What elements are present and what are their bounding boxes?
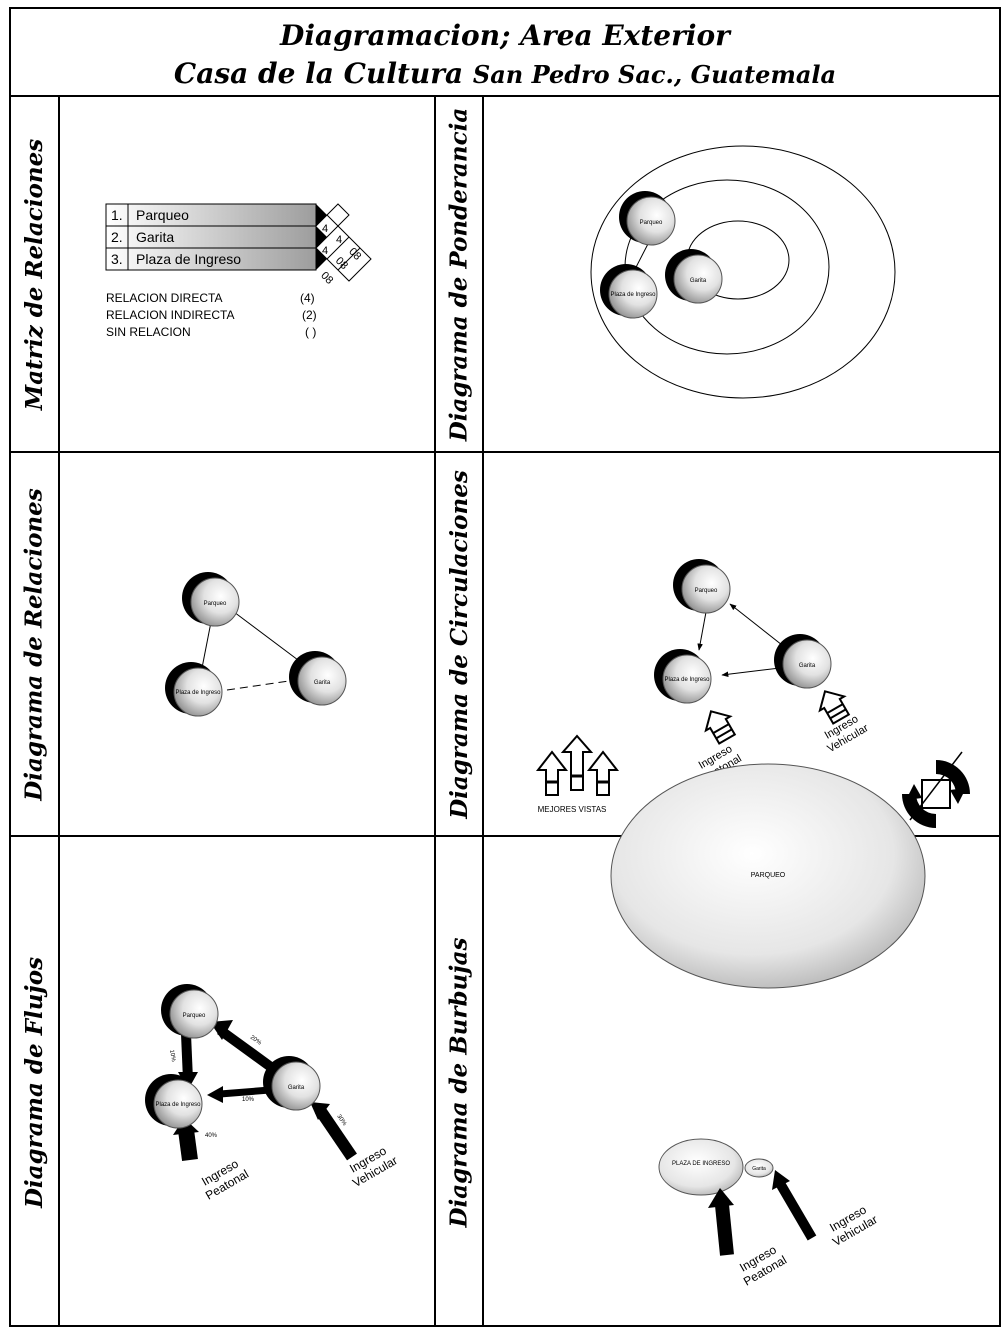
diagram-sheet: Diagramacion; Area Exterior Casa de la C… xyxy=(9,7,1001,1327)
matrix-value: 08 xyxy=(333,255,350,272)
subtitle-location: San Pedro Sac., Guatemala xyxy=(472,60,837,89)
svg-text:Garita: Garita xyxy=(136,229,174,245)
relations-matrix: 1. Parqueo 2. Garita 3. Plaza de Ingreso… xyxy=(105,203,372,339)
node-plaza: Plaza de Ingreso xyxy=(145,1074,203,1129)
wind-rose-icon xyxy=(902,751,970,828)
svg-text:Garita: Garita xyxy=(799,663,816,669)
relaciones-diagram: Parqueo Plaza de Ingreso Garita xyxy=(165,572,347,717)
outer-ring xyxy=(590,145,896,399)
page-subtitle: Casa de la Cultura San Pedro Sac., Guate… xyxy=(11,57,999,90)
flow-label: 10% xyxy=(168,1049,176,1063)
node-plaza: Plaza de Ingreso xyxy=(600,264,658,319)
node-parqueo: Parqueo xyxy=(619,191,676,246)
flow-label: 10% xyxy=(242,1097,255,1103)
vehicular-entry-arrow-icon xyxy=(772,1170,817,1241)
svg-text:Garita: Garita xyxy=(690,278,707,284)
svg-text:Plaza de Ingreso: Plaza de Ingreso xyxy=(175,690,221,696)
svg-text:Plaza de Ingreso: Plaza de Ingreso xyxy=(610,292,656,298)
circulaciones-diagram: Parqueo Plaza de Ingreso Garita Ingreso … xyxy=(654,559,871,785)
divider xyxy=(434,96,436,1325)
node-parqueo: Parqueo xyxy=(161,984,219,1039)
vehicular-entry-label: Ingreso Vehicular xyxy=(823,713,871,755)
peatonal-entry-arrow-icon xyxy=(708,1188,734,1256)
svg-text:Plaza de Ingreso: Plaza de Ingreso xyxy=(136,251,241,267)
svg-text:RELACION INDIRECTA: RELACION INDIRECTA xyxy=(106,308,234,322)
bubble-garita-label: Garita xyxy=(752,1166,766,1172)
bubble-parqueo-label: PARQUEO xyxy=(751,872,786,879)
node-garita: Garita xyxy=(774,634,832,689)
svg-text:Parqueo: Parqueo xyxy=(695,588,718,594)
matrix-row: 3. Plaza de Ingreso xyxy=(105,247,317,271)
node-parqueo: Parqueo xyxy=(182,572,240,627)
peatonal-entry-arrow-icon xyxy=(704,710,737,745)
svg-text:(2): (2) xyxy=(302,308,317,322)
svg-text:Parqueo: Parqueo xyxy=(183,1013,206,1019)
subtitle-main: Casa de la Cultura xyxy=(173,57,464,90)
peatonal-entry-label: Ingreso Peatonal xyxy=(199,1156,251,1202)
best-views-arrows-icon xyxy=(535,734,620,796)
page-title: Diagramacion; Area Exterior xyxy=(280,19,730,52)
vehicular-entry-arrow-icon xyxy=(818,690,851,725)
svg-text:1.: 1. xyxy=(111,207,123,223)
node-plaza: Plaza de Ingreso xyxy=(654,649,712,704)
bubble-plaza xyxy=(658,1138,744,1196)
burbujas-diagram: MEJORES VISTAS PARQUEO PLAZA DE INGRESO … xyxy=(535,734,970,1289)
vehicular-entry-label: Ingreso Vehicular xyxy=(827,1202,880,1249)
matrix-value: 4 xyxy=(336,234,342,246)
svg-text:Garita: Garita xyxy=(288,1085,305,1091)
node-parqueo: Parqueo xyxy=(673,559,731,614)
node-plaza: Plaza de Ingreso xyxy=(165,662,223,717)
flow-label: 20% xyxy=(249,1035,263,1047)
divider xyxy=(11,95,999,97)
svg-text:Parqueo: Parqueo xyxy=(640,220,663,226)
flujos-diagram: Parqueo Plaza de Ingreso Garita 10% 20% … xyxy=(145,984,400,1203)
svg-text:Plaza de Ingreso: Plaza de Ingreso xyxy=(664,677,710,683)
ponderancia-diagram: Parqueo Plaza de Ingreso Garita xyxy=(590,145,896,399)
divider xyxy=(482,96,484,1325)
bubble-plaza-label: PLAZA DE INGRESO xyxy=(672,1161,730,1167)
svg-text:Parqueo: Parqueo xyxy=(204,601,227,607)
flow-label: 40% xyxy=(205,1133,218,1139)
svg-text:Garita: Garita xyxy=(314,680,331,686)
bubble-garita xyxy=(744,1158,774,1178)
flow-arrow-icon xyxy=(210,1020,278,1075)
matrix-legend: RELACION DIRECTA (4) RELACION INDIRECTA … xyxy=(106,291,317,339)
matrix-row: 1. Parqueo xyxy=(105,203,317,227)
node-garita: Garita xyxy=(289,651,347,706)
matrix-value: 08 xyxy=(318,270,335,287)
svg-text:2.: 2. xyxy=(111,229,123,245)
peatonal-entry-label: Ingreso Peatonal xyxy=(737,1242,789,1288)
matrix-value: 4 xyxy=(322,245,328,257)
node-garita: Garita xyxy=(263,1056,321,1111)
flow-arrow-icon xyxy=(207,1086,271,1103)
divider xyxy=(11,451,999,453)
svg-text:Parqueo: Parqueo xyxy=(136,207,189,223)
matrix-row: 2. Garita xyxy=(105,225,317,249)
flow-arrow-icon xyxy=(310,1102,357,1161)
svg-text:3.: 3. xyxy=(111,251,123,267)
svg-text:Plaza de Ingreso: Plaza de Ingreso xyxy=(155,1102,201,1108)
bubble-parqueo xyxy=(610,763,926,989)
svg-text:( ): ( ) xyxy=(305,325,316,339)
svg-text:RELACION DIRECTA: RELACION DIRECTA xyxy=(106,291,222,305)
divider xyxy=(58,96,60,1325)
matrix-value: 4 xyxy=(322,223,328,235)
svg-text:SIN RELACION: SIN RELACION xyxy=(106,325,191,339)
best-views-label: MEJORES VISTAS xyxy=(538,805,607,814)
divider xyxy=(11,835,999,837)
node-garita: Garita xyxy=(665,249,723,304)
svg-text:(4): (4) xyxy=(300,291,315,305)
